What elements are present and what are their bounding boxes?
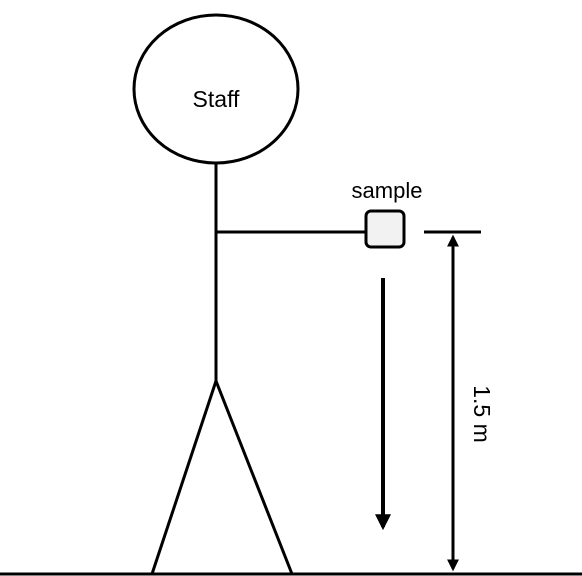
height-label: 1.5 m bbox=[469, 385, 495, 443]
figure-right-leg bbox=[214, 380, 294, 575]
head-label: Staff bbox=[193, 86, 240, 112]
figure-left-leg bbox=[150, 380, 218, 575]
sample-box bbox=[364, 209, 406, 249]
sample-label: sample bbox=[352, 178, 423, 203]
staff-figure: Staff bbox=[132, 13, 366, 575]
